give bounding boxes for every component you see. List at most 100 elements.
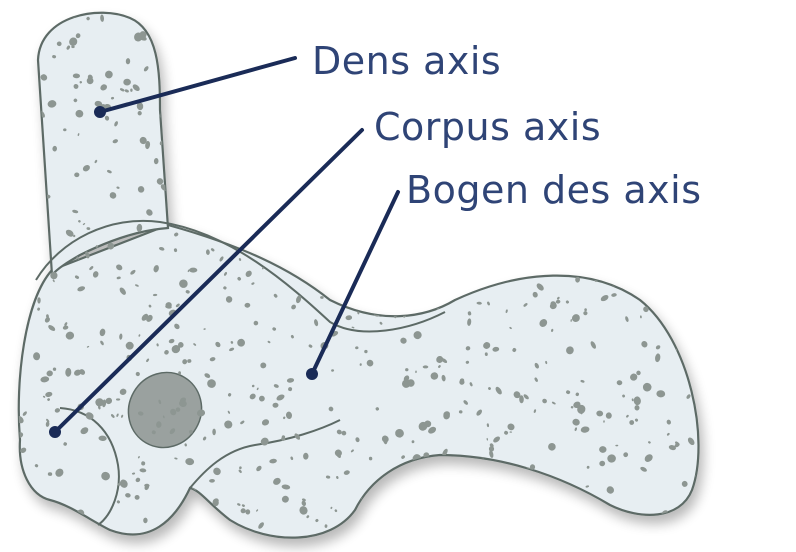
speckle-dot	[266, 136, 271, 142]
speckle-dot	[686, 64, 692, 70]
speckle-dot	[230, 44, 232, 47]
speckle-dot	[574, 515, 580, 521]
speckle-dot	[486, 153, 495, 162]
speckle-dot	[703, 344, 706, 348]
speckle-dot	[487, 510, 491, 514]
speckle-dot	[222, 49, 230, 57]
speckle-dot	[478, 505, 481, 508]
speckle-dot	[605, 96, 611, 103]
speckle-dot	[704, 461, 713, 468]
speckle-dot	[679, 345, 683, 353]
speckle-dot	[401, 212, 408, 219]
speckle-dot	[524, 241, 532, 247]
speckle-dot	[440, 506, 444, 511]
speckle-dot	[629, 241, 632, 243]
speckle-dot	[227, 137, 235, 144]
speckle-dot	[526, 156, 537, 167]
speckle-dot	[14, 43, 20, 47]
speckle-dot	[537, 260, 545, 268]
speckle-dot	[221, 519, 227, 526]
speckle-dot	[174, 201, 182, 209]
speckle-dot	[16, 201, 23, 207]
speckle-dot	[86, 532, 93, 537]
speckle-dot	[323, 16, 326, 19]
speckle-dot	[126, 342, 134, 350]
speckle-dot	[616, 516, 620, 521]
speckle-dot	[701, 232, 708, 241]
speckle-dot	[324, 219, 335, 230]
speckle-dot	[438, 547, 444, 551]
speckle-dot	[666, 282, 674, 291]
speckle-dot	[17, 47, 26, 56]
speckle-dot	[413, 465, 421, 472]
speckle-dot	[522, 230, 527, 234]
speckle-dot	[565, 544, 568, 548]
speckle-dot	[34, 126, 40, 135]
speckle-dot	[254, 17, 265, 27]
speckle-dot	[423, 365, 429, 368]
speckle-dot	[259, 197, 263, 201]
speckle-dot	[537, 488, 544, 493]
speckle-dot	[631, 231, 639, 239]
speckle-dot	[211, 530, 217, 536]
speckle-dot	[30, 102, 37, 108]
speckle-dot	[477, 26, 486, 35]
speckle-dot	[243, 204, 251, 209]
speckle-dot	[250, 164, 257, 171]
speckle-dot	[437, 488, 441, 492]
bogen-des-axis-label: Bogen des axis	[406, 168, 702, 212]
speckle-dot	[690, 85, 696, 92]
speckle-dot	[618, 273, 621, 277]
speckle-dot	[612, 216, 614, 219]
speckle-dot	[310, 98, 314, 101]
speckle-dot	[540, 538, 547, 545]
speckle-dot	[520, 250, 527, 257]
speckle-dot	[204, 526, 208, 531]
speckle-dot	[290, 112, 295, 118]
speckle-dot	[36, 24, 46, 35]
speckle-dot	[683, 504, 693, 514]
speckle-dot	[444, 467, 453, 475]
speckle-dot	[658, 98, 662, 102]
speckle-dot	[566, 14, 575, 23]
speckle-dot	[700, 51, 706, 57]
speckle-dot	[554, 529, 562, 537]
speckle-dot	[191, 62, 194, 65]
speckle-dot	[672, 128, 681, 136]
speckle-dot	[213, 62, 220, 69]
speckle-dot	[226, 534, 230, 537]
speckle-dot	[234, 15, 239, 20]
speckle-dot	[368, 546, 374, 552]
speckle-dot	[360, 178, 367, 185]
speckle-dot	[346, 253, 348, 256]
speckle-dot	[213, 91, 217, 95]
speckle-dot	[438, 287, 447, 295]
speckle-dot	[277, 88, 283, 93]
speckle-dot	[347, 84, 353, 90]
speckle-dot	[199, 189, 203, 193]
dens-axis-label: Dens axis	[312, 39, 501, 83]
speckle-dot	[585, 67, 589, 72]
speckle-dot	[618, 241, 623, 246]
speckle-dot	[226, 535, 231, 540]
speckle-dot	[22, 214, 26, 218]
speckle-dot	[229, 226, 235, 233]
speckle-dot	[417, 20, 427, 30]
speckle-dot	[389, 190, 393, 196]
speckle-dot	[510, 507, 514, 513]
speckle-dot	[706, 364, 710, 368]
speckle-dot	[647, 295, 654, 304]
speckle-dot	[27, 545, 30, 548]
speckle-dot	[498, 478, 501, 481]
speckle-dot	[295, 98, 301, 102]
speckle-dot	[554, 256, 565, 267]
speckle-dot	[357, 22, 365, 30]
speckle-dot	[163, 97, 174, 108]
speckle-dot	[257, 113, 262, 118]
speckle-dot	[506, 246, 513, 253]
speckle-dot	[647, 11, 652, 17]
speckle-dot	[553, 244, 558, 249]
speckle-dot	[320, 263, 326, 269]
